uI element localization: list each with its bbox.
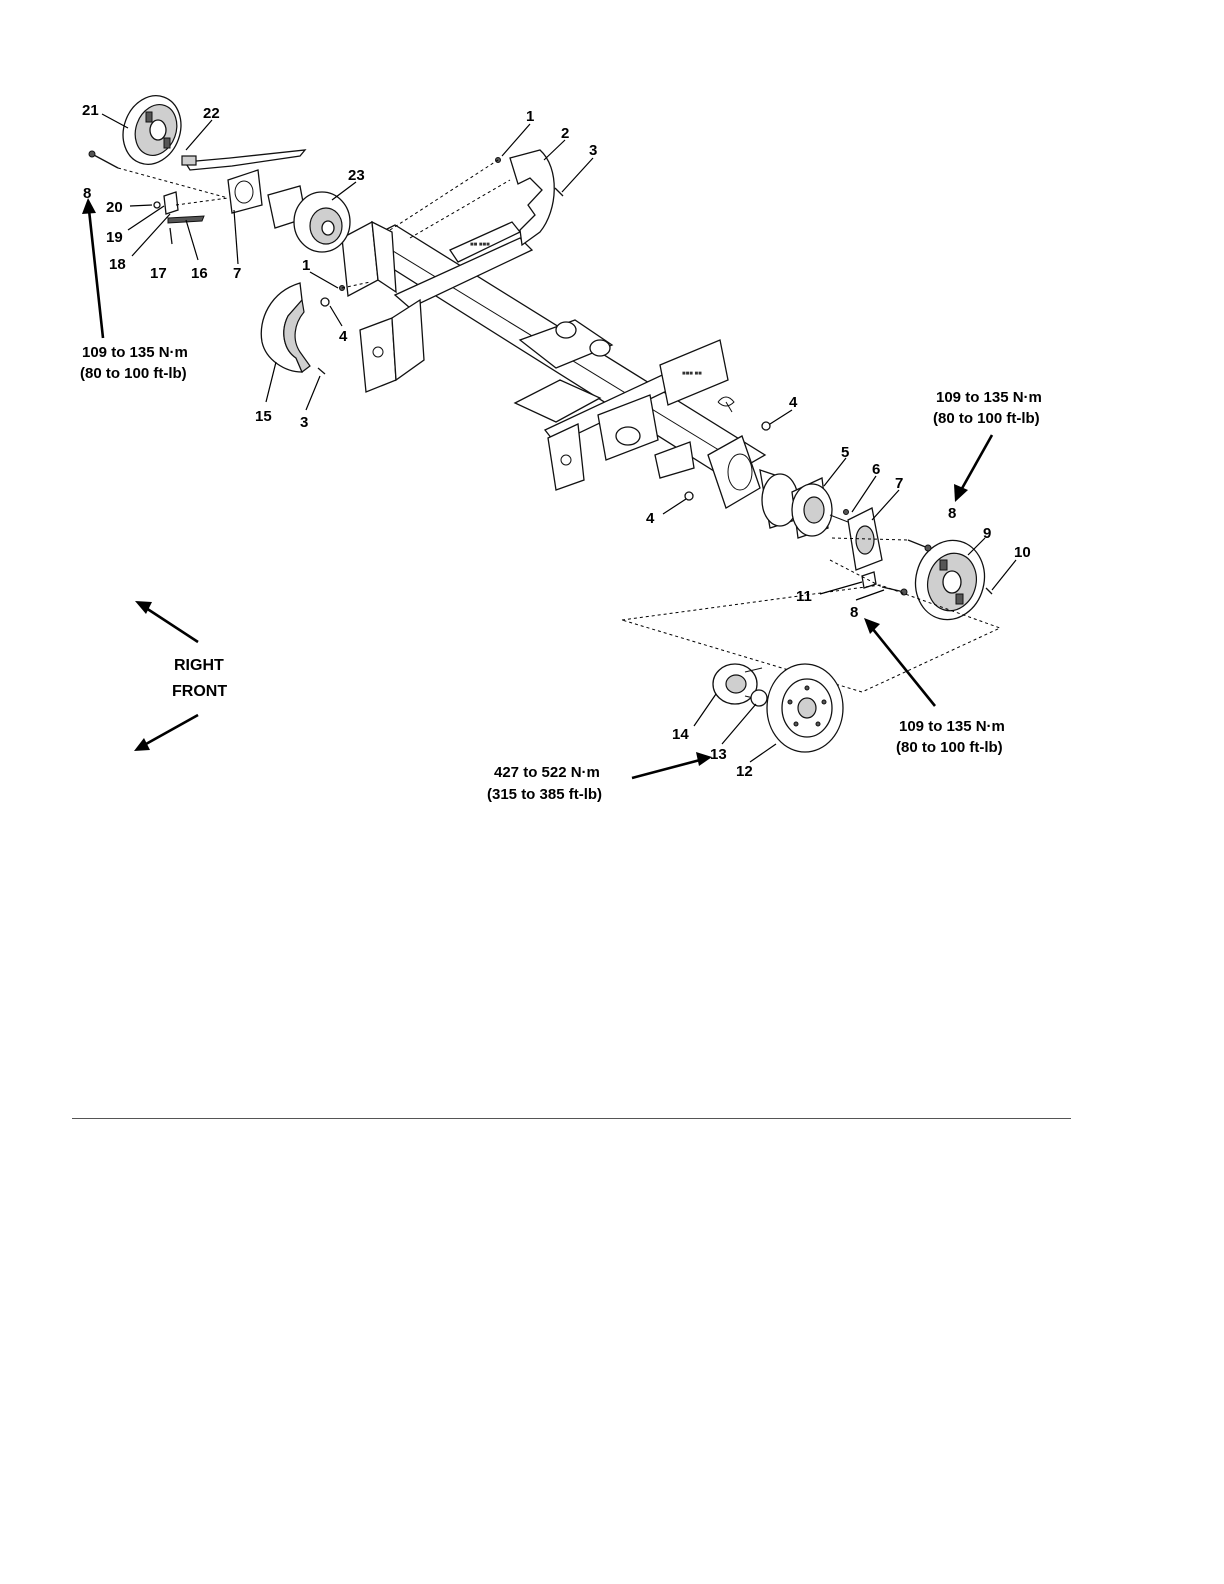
left-anchor-bracket <box>228 170 262 213</box>
callout-8: 8 <box>948 505 956 522</box>
orientation-labels: RIGHT FRONT <box>172 657 227 700</box>
callout-21: 21 <box>82 102 99 119</box>
callout-4: 4 <box>789 394 798 411</box>
orientation-arrows <box>134 601 198 751</box>
callout-14: 14 <box>672 726 689 743</box>
callout-16: 16 <box>191 265 208 282</box>
callout-1: 1 <box>302 257 310 274</box>
callout-8: 8 <box>850 604 858 621</box>
callout-2: 2 <box>561 125 569 142</box>
torque-right-top-imperial: (80 to 100 ft-lb) <box>933 410 1040 427</box>
torque-left-metric: 109 to 135 N·m <box>82 344 188 361</box>
callout-15: 15 <box>255 408 272 425</box>
callout-13: 13 <box>710 746 727 763</box>
callout-11: 11 <box>796 588 812 605</box>
callout-3: 3 <box>589 142 597 159</box>
callout-1: 1 <box>526 108 534 125</box>
parking-brake-cable <box>182 150 305 170</box>
callout-5: 5 <box>841 444 849 461</box>
left-dust-shield <box>261 283 310 372</box>
torque-right-bottom-imperial: (80 to 100 ft-lb) <box>896 739 1003 756</box>
torque-right-bottom-metric: 109 to 135 N·m <box>899 718 1005 735</box>
right-brake-backing-plate <box>907 533 993 628</box>
callout-18: 18 <box>109 256 126 273</box>
left-brake-backing-plate <box>114 88 191 173</box>
svg-text:■■■ ■■: ■■■ ■■ <box>682 371 702 377</box>
callout-17: 17 <box>150 265 167 282</box>
torque-hub-imperial: (315 to 385 ft-lb) <box>487 786 602 803</box>
callout-12: 12 <box>736 763 753 780</box>
torque-hub-metric: 427 to 522 N·m <box>494 764 600 781</box>
callout-4: 4 <box>339 328 348 345</box>
horizontal-rule <box>72 1118 1071 1119</box>
torque-right-top-metric: 109 to 135 N·m <box>936 389 1042 406</box>
callout-10: 10 <box>1014 544 1031 561</box>
torque-left-imperial: (80 to 100 ft-lb) <box>80 365 187 382</box>
svg-text:■■ ■■■: ■■ ■■■ <box>470 242 490 248</box>
callout-6: 6 <box>872 461 880 478</box>
orientation-front: FRONT <box>172 683 227 700</box>
callout-8: 8 <box>83 185 91 202</box>
callout-23: 23 <box>348 167 365 184</box>
right-axle-shaft-bearing <box>792 478 848 538</box>
callout-4: 4 <box>646 510 655 527</box>
callout-20: 20 <box>106 199 123 216</box>
callout-9: 9 <box>983 525 991 542</box>
callout-19: 19 <box>106 229 123 246</box>
callout-7: 7 <box>895 475 903 492</box>
callout-3: 3 <box>300 414 308 431</box>
orientation-right: RIGHT <box>174 657 224 674</box>
callout-7: 7 <box>233 265 241 282</box>
callout-22: 22 <box>203 105 220 122</box>
